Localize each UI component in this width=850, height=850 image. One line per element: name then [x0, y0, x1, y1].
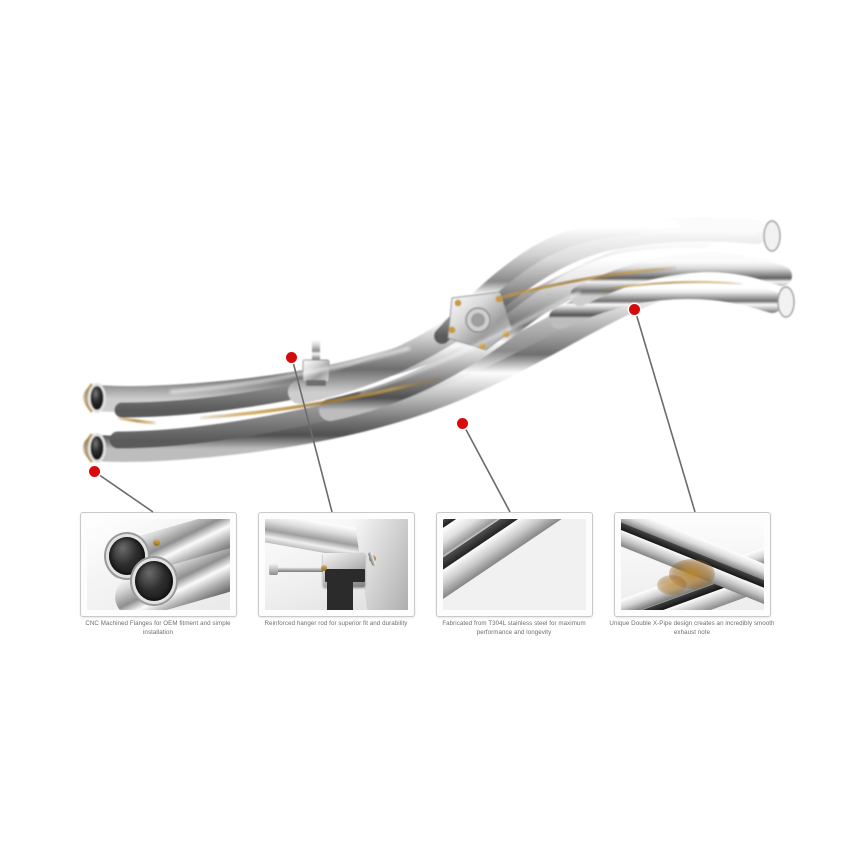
thumbnail-stainless-material-image [443, 519, 586, 610]
thumbnail-double-x-pipe-image [621, 519, 764, 610]
flange-inlets [84, 383, 106, 463]
thumbnail-double-x-pipe[interactable] [614, 512, 771, 617]
exhaust-x-pipe-assembly [83, 217, 795, 463]
callout-dot-hanger [286, 352, 297, 363]
caption-stainless-material: Fabricated from T304L stainless steel fo… [442, 620, 586, 636]
hanger-rod-mount [302, 340, 330, 386]
caption-hanger-rod: Reinforced hanger rod for superior fit a… [264, 620, 408, 627]
thumbnail-stainless-material[interactable] [436, 512, 593, 617]
callout-dot-flanges [89, 466, 100, 477]
thumbnail-cnc-flanges[interactable] [80, 512, 237, 617]
outlet-tips [763, 220, 795, 318]
thumbnail-hanger-rod[interactable] [258, 512, 415, 617]
callout-dot-material [457, 418, 468, 429]
caption-double-x-pipe: Unique Double X-Pipe design creates an i… [609, 620, 775, 636]
caption-cnc-flanges: CNC Machined Flanges for OEM fitment and… [85, 620, 231, 636]
thumbnail-hanger-rod-image [265, 519, 408, 610]
callout-dot-xpipe [629, 304, 640, 315]
thumbnail-cnc-flanges-image [87, 519, 230, 610]
